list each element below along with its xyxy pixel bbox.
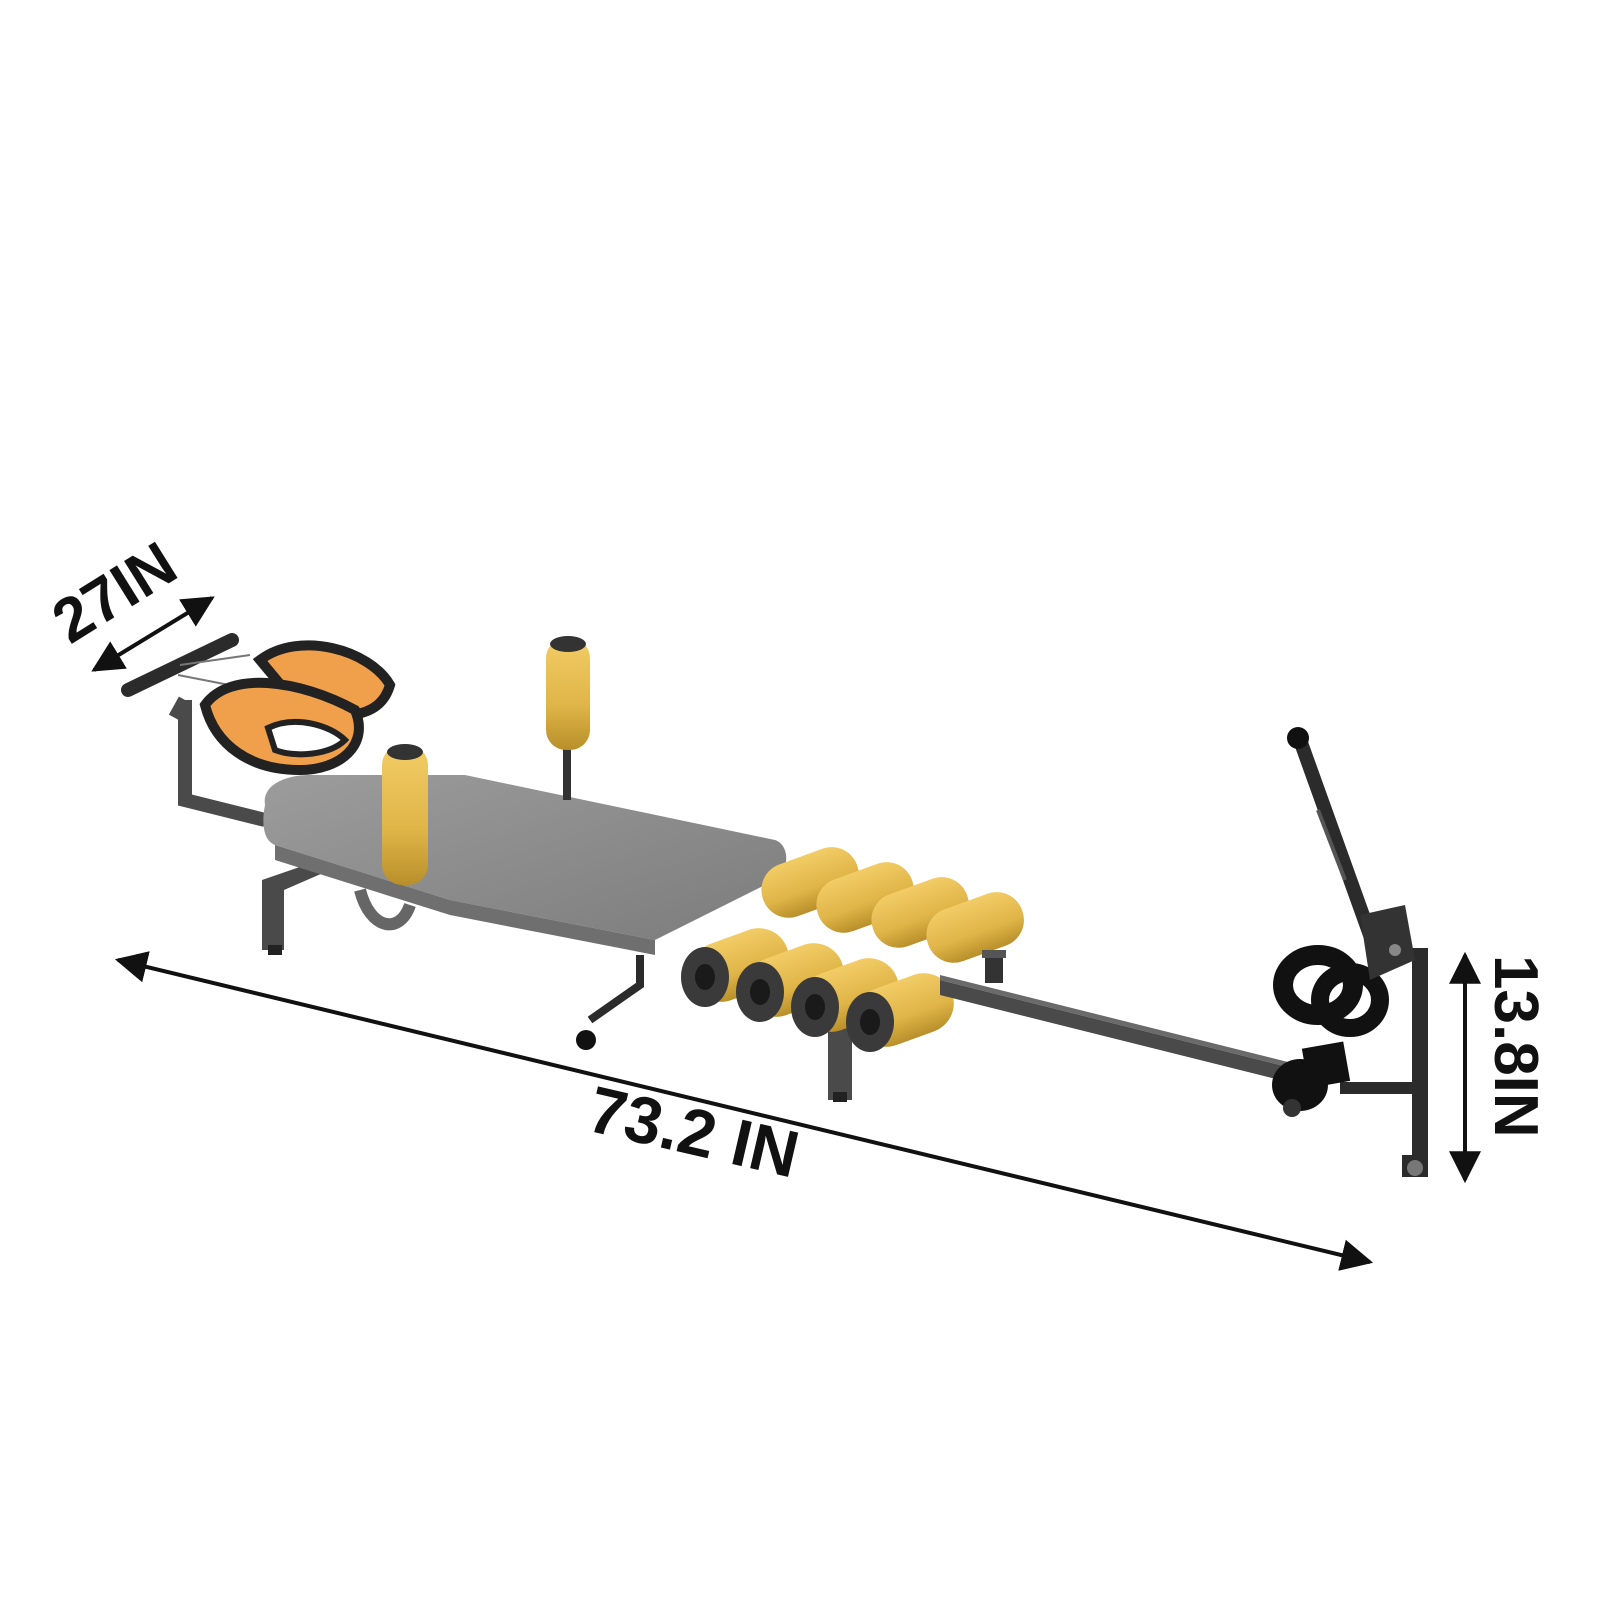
depth-dimension: 27IN bbox=[41, 529, 215, 672]
bench-pad bbox=[263, 775, 787, 955]
adjustment-lever bbox=[1287, 727, 1377, 942]
length-arrow-line bbox=[114, 951, 1374, 1271]
crank-handle bbox=[576, 955, 644, 1050]
length-label: 73.2 IN bbox=[582, 1072, 806, 1192]
neck-harness bbox=[199, 640, 396, 776]
hand-grip-front bbox=[382, 744, 428, 885]
bench-hook bbox=[354, 888, 416, 931]
spine-stretcher-product bbox=[121, 633, 1428, 1177]
depth-arrow-line bbox=[91, 596, 215, 672]
hand-grip-rear bbox=[546, 636, 590, 800]
height-dimension: 13.8IN bbox=[1449, 951, 1550, 1184]
height-label: 13.8IN bbox=[1481, 955, 1550, 1138]
head-frame bbox=[168, 696, 267, 827]
roller bbox=[926, 892, 1024, 963]
foot-frame bbox=[1340, 948, 1428, 1177]
depth-label: 27IN bbox=[41, 529, 189, 657]
extension-rail bbox=[940, 950, 1300, 1085]
